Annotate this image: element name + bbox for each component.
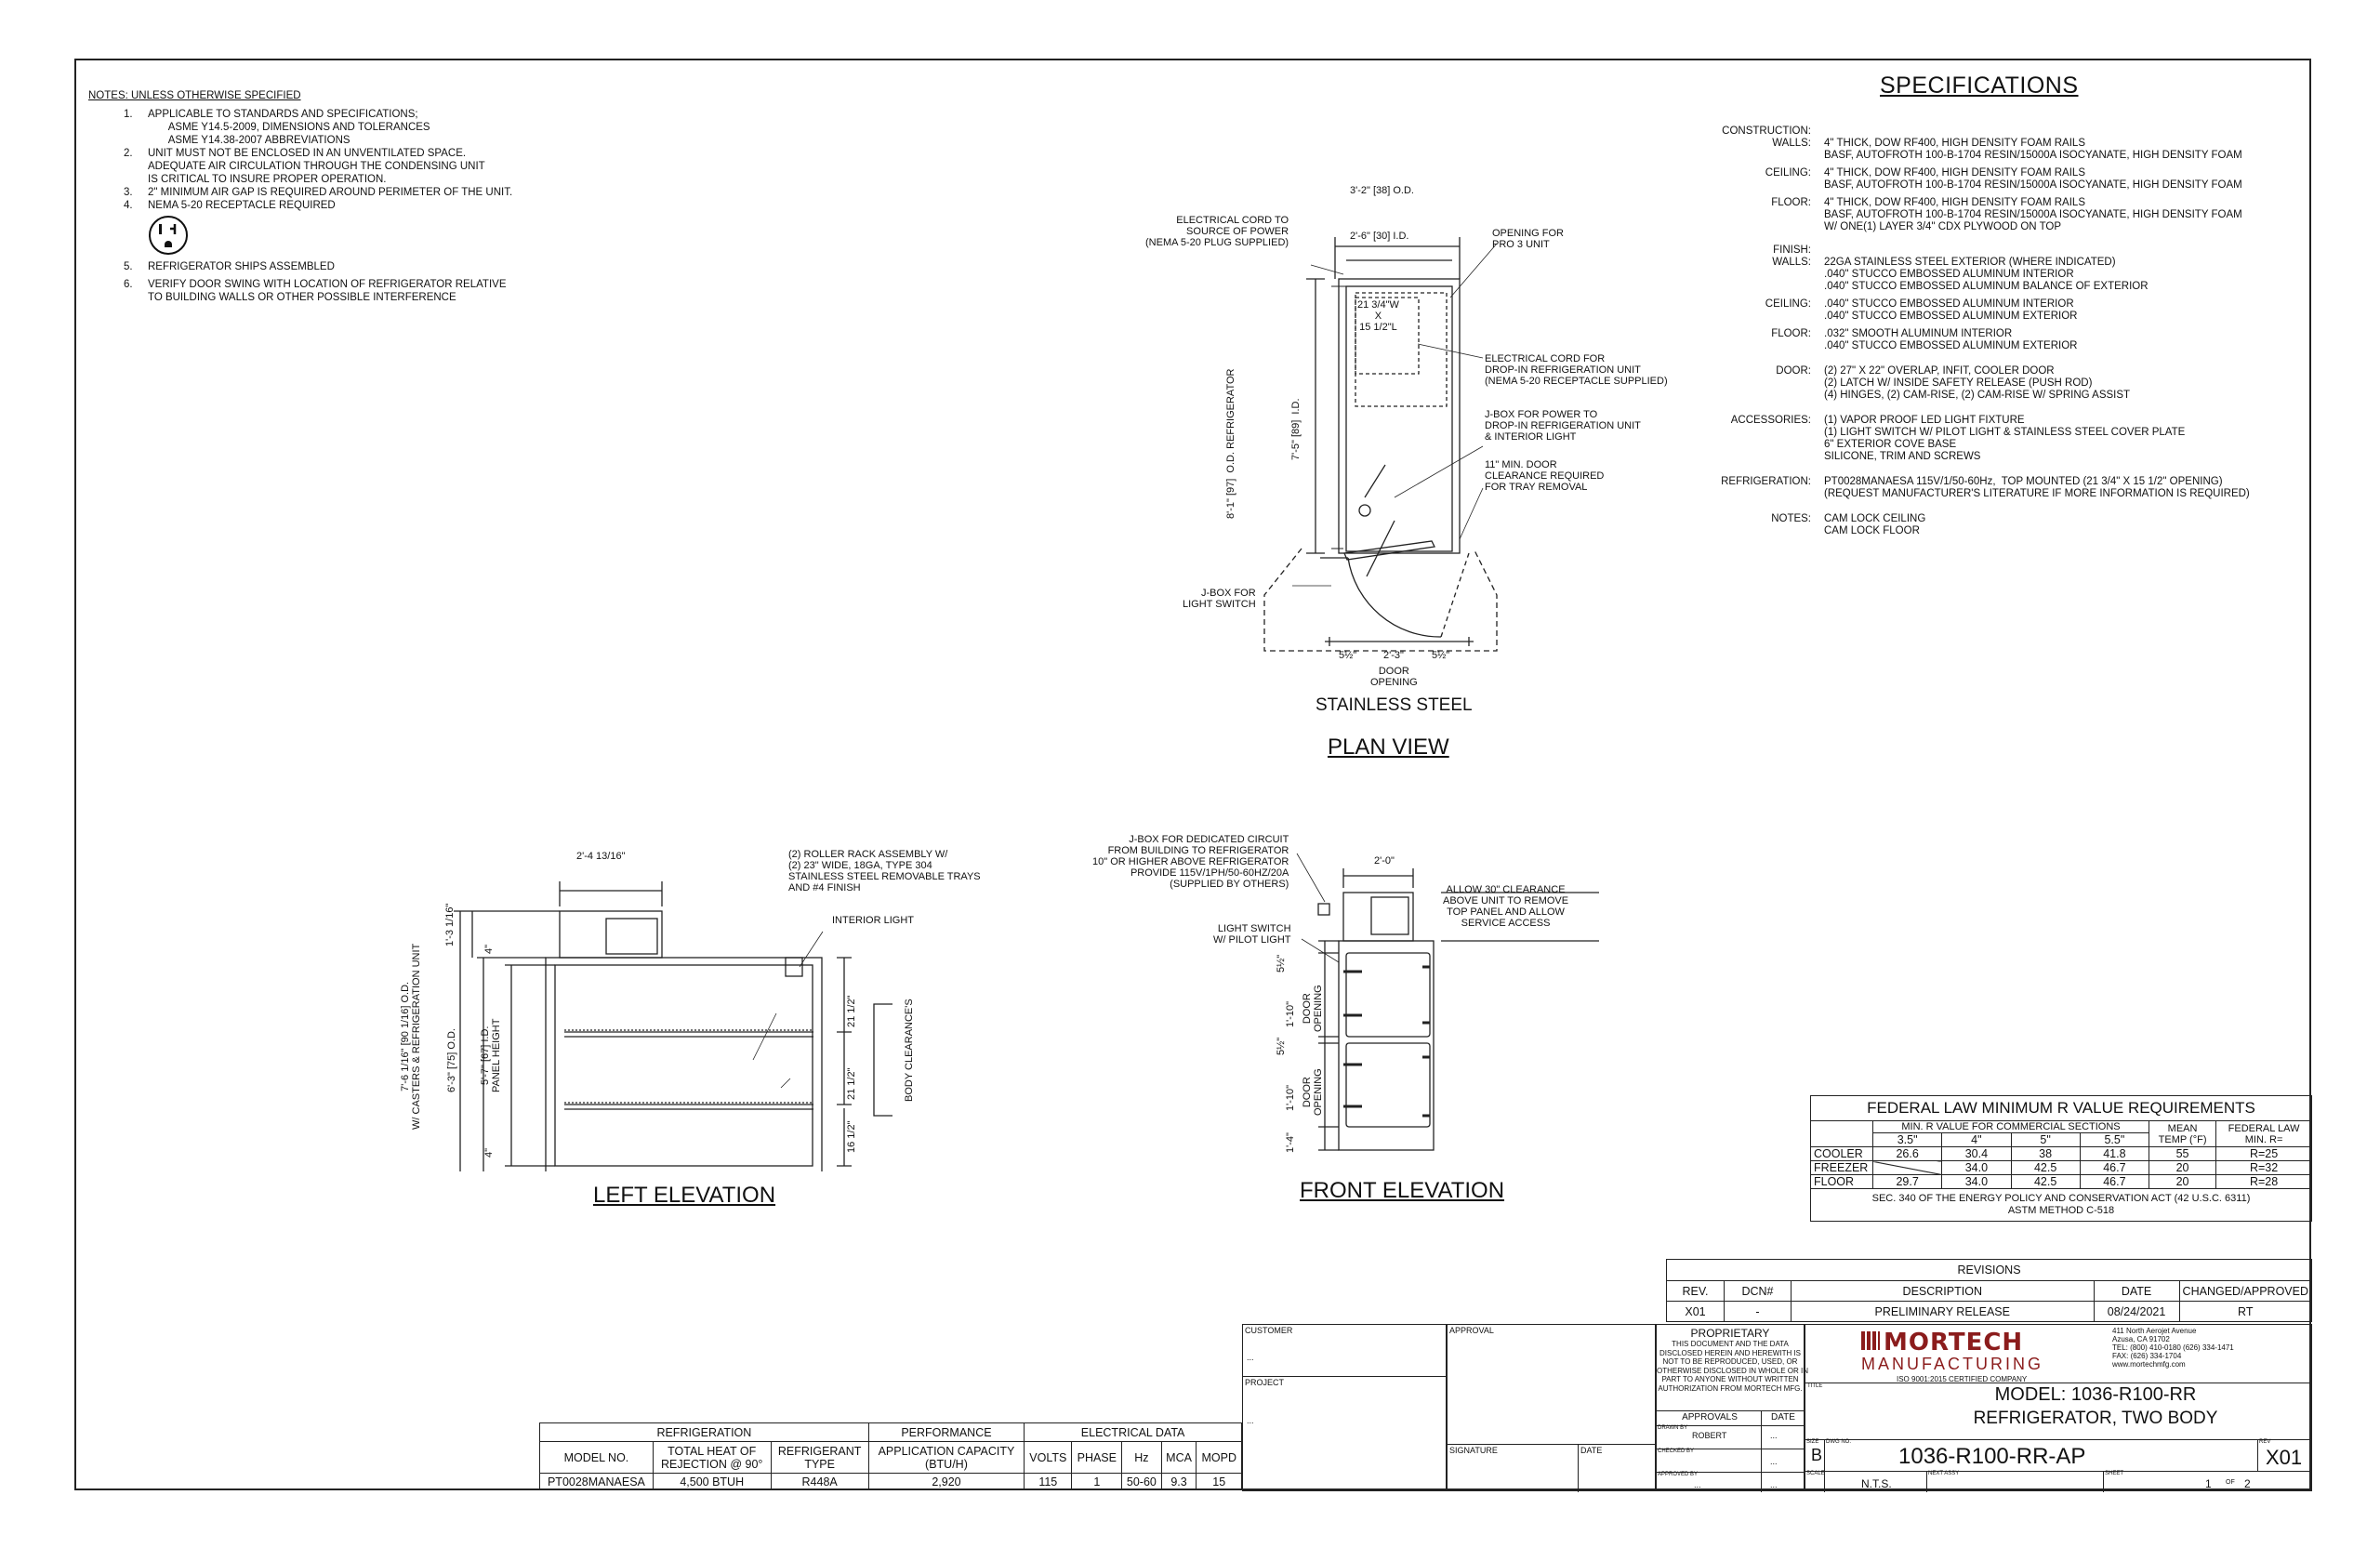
note-1: 1.APPLICABLE TO STANDARDS AND SPECIFICAT… bbox=[124, 109, 430, 146]
plan-od-width: 3'-2" [38] O.D. bbox=[1350, 185, 1414, 196]
customer-block: CUSTOMER ... PROJECT ... bbox=[1242, 1324, 1447, 1491]
mean-temp-header: MEAN TEMP (°F) bbox=[2148, 1120, 2217, 1147]
left-id-height: 5'-7" [67] I.D. PANEL HEIGHT bbox=[480, 1018, 502, 1092]
callout-jbox-light: J-BOX FOR LIGHT SWITCH bbox=[1183, 588, 1256, 610]
left-od-height: 6'-3" [75] O.D. bbox=[446, 1028, 457, 1092]
body-clearance-label: BODY CLEARANCE'S bbox=[904, 999, 915, 1102]
revisions-title: REVISIONS bbox=[1666, 1259, 2312, 1281]
callout-dedicated-circuit: J-BOX FOR DEDICATED CIRCUIT FROM BUILDIN… bbox=[1092, 834, 1289, 890]
section-header: 5.5" bbox=[2079, 1132, 2150, 1147]
company-title-block: MORTECH MANUFACTURING ISO 9001:2015 CERT… bbox=[1805, 1324, 2312, 1492]
plan-view-title: PLAN VIEW bbox=[1328, 734, 1449, 760]
spec-row: CEILING:4" THICK, DOW RF400, HIGH DENSIT… bbox=[1765, 167, 2242, 191]
left-overall-height: 7'-6 1/16" [90 1/16] O.D. W/ CASTERS & R… bbox=[400, 943, 422, 1130]
callout-power-cord: ELECTRICAL CORD TO SOURCE OF POWER (NEMA… bbox=[1145, 215, 1289, 248]
left-top-dim: 4" bbox=[483, 944, 495, 954]
specifications-title: SPECIFICATIONS bbox=[1880, 73, 2079, 99]
note-6: 6.VERIFY DOOR SWING WITH LOCATION OF REF… bbox=[124, 279, 507, 303]
spec-row: CEILING:.040" STUCCO EMBOSSED ALUMINUM I… bbox=[1765, 298, 2078, 322]
note-3: 3.2" MINIMUM AIR GAP IS REQUIRED AROUND … bbox=[124, 187, 513, 198]
approval-block: APPROVAL SIGNATURE DATE bbox=[1447, 1324, 1656, 1492]
description-title: REFRIGERATOR, TWO BODY bbox=[1973, 1409, 2218, 1428]
model-title: MODEL: 1036-R100-RR bbox=[1994, 1384, 2197, 1405]
front-door2-height: 1'-10" bbox=[1285, 1084, 1296, 1111]
spec-row: DOOR:(2) 27" X 22" OVERLAP, INFIT, COOLE… bbox=[1776, 365, 2131, 401]
left-elevation-drawing bbox=[454, 881, 892, 1171]
left-unit-height: 1'-3 1/16" bbox=[444, 903, 456, 946]
pro3-opening-size: 21 3/4"W X 15 1/2"L bbox=[1357, 299, 1399, 333]
company-address: 411 North Aerojet Avenue Azusa, CA 91702… bbox=[2112, 1327, 2234, 1369]
spec-row: CONSTRUCTION: WALLS: 4" THICK, DOW RF400… bbox=[1722, 126, 2242, 161]
notes-title: NOTES: UNLESS OTHERWISE SPECIFIED bbox=[88, 90, 301, 101]
left-low-spacing: 16 1/2" bbox=[846, 1120, 857, 1154]
callout-light-switch: LIGHT SWITCH W/ PILOT LIGHT bbox=[1213, 923, 1291, 946]
plan-view-drawing bbox=[1263, 237, 1498, 652]
plan-door-dim: 2'-3" bbox=[1383, 650, 1404, 661]
callout-interior-light: INTERIOR LIGHT bbox=[832, 915, 915, 926]
spec-row: NOTES:CAM LOCK CEILING CAM LOCK FLOOR bbox=[1771, 513, 1926, 536]
plan-id-depth: 7'-5" [89] I.D. bbox=[1290, 398, 1302, 460]
left-tray-spacing-1: 21 1/2" bbox=[846, 995, 857, 1028]
front-gap-top: 5½" bbox=[1276, 954, 1287, 972]
callout-pro3-opening: OPENING FOR PRO 3 UNIT bbox=[1492, 228, 1565, 250]
front-door1-height: 1'-10" bbox=[1285, 1000, 1296, 1027]
callout-service-clearance: ALLOW 30" CLEARANCE ABOVE UNIT TO REMOVE… bbox=[1443, 884, 1569, 929]
revision-code: X01 bbox=[2266, 1446, 2303, 1469]
specifications-list: CONSTRUCTION: WALLS: 4" THICK, DOW RF400… bbox=[1627, 126, 2278, 543]
section-header: 4" bbox=[1941, 1132, 2012, 1147]
r-value-title: FEDERAL LAW MINIMUM R VALUE REQUIREMENTS bbox=[1810, 1095, 2312, 1121]
plan-side-dim-right: 5½" bbox=[1432, 650, 1450, 661]
left-elevation-title: LEFT ELEVATION bbox=[593, 1183, 776, 1208]
stainless-steel-label: STAINLESS STEEL bbox=[1316, 695, 1473, 715]
performance-table: REFRIGERATION PERFORMANCE ELECTRICAL DAT… bbox=[539, 1422, 1242, 1490]
r-value-group-header: MIN. R VALUE FOR COMMERCIAL SECTIONS bbox=[1872, 1120, 2149, 1133]
revisions-table: REVISIONS REV. DCN# DESCRIPTION DATE CHA… bbox=[1666, 1259, 2313, 1322]
section-header: 5" bbox=[2010, 1132, 2081, 1147]
spec-row: FLOOR:.032" SMOOTH ALUMINUM INTERIOR .04… bbox=[1771, 328, 2078, 351]
left-tray-spacing-2: 21 1/2" bbox=[846, 1067, 857, 1101]
plan-door-opening-label: DOOR OPENING bbox=[1370, 666, 1418, 688]
left-bottom-dim: 4" bbox=[483, 1147, 495, 1158]
spec-row: FLOOR:4" THICK, DOW RF400, HIGH DENSITY … bbox=[1771, 197, 2242, 232]
section-header: 3.5" bbox=[1871, 1132, 1943, 1147]
note-2: 2.UNIT MUST NOT BE ENCLOSED IN AN UNVENT… bbox=[124, 148, 485, 185]
general-notes: NOTES: UNLESS OTHERWISE SPECIFIED 1.APPL… bbox=[88, 89, 512, 304]
front-elevation-drawing bbox=[1296, 853, 1599, 1151]
note-4: 4.NEMA 5-20 RECEPTACLE REQUIRED bbox=[124, 200, 336, 211]
note-5: 5.REFRIGERATOR SHIPS ASSEMBLED bbox=[124, 261, 335, 272]
energy-act-footer: SEC. 340 OF THE ENERGY POLICY AND CONSER… bbox=[1810, 1188, 2312, 1222]
plan-od-depth: 8'-1" [97] O.D. REFRIGERATOR bbox=[1225, 368, 1236, 519]
callout-door-clearance: 11" MIN. DOOR CLEARANCE REQUIRED FOR TRA… bbox=[1485, 459, 1605, 493]
plan-side-dim-left: 5½" bbox=[1339, 650, 1357, 661]
proprietary-block: PROPRIETARY THIS DOCUMENT AND THE DATA D… bbox=[1656, 1324, 1808, 1492]
callout-roller-rack: (2) ROLLER RACK ASSEMBLY W/ (2) 23" WIDE… bbox=[788, 849, 981, 893]
left-unit-width: 2'-4 13/16" bbox=[576, 851, 626, 862]
callout-dropin-cord: ELECTRICAL CORD FOR DROP-IN REFRIGERATIO… bbox=[1485, 353, 1668, 387]
spec-row: REFRIGERATION:PT0028MANAESA 115V/1/50-60… bbox=[1721, 476, 2250, 499]
front-door1-label: DOOR OPENING bbox=[1302, 985, 1324, 1032]
r-value-table: FEDERAL LAW MINIMUM R VALUE REQUIREMENTS… bbox=[1810, 1095, 2312, 1222]
plan-id-width: 2'-6" [30] I.D. bbox=[1350, 231, 1409, 242]
nema-5-20-receptacle-icon bbox=[88, 212, 512, 260]
front-door2-label: DOOR OPENING bbox=[1302, 1068, 1324, 1116]
drawing-number: 1036-R100-RR-AP bbox=[1898, 1444, 2086, 1469]
front-base-height: 1'-4" bbox=[1285, 1132, 1296, 1153]
federal-law-header: FEDERAL LAW MIN. R= bbox=[2215, 1120, 2312, 1147]
front-gap-mid: 5½" bbox=[1276, 1037, 1287, 1055]
spec-row: ACCESSORIES:(1) VAPOR PROOF LED LIGHT FI… bbox=[1730, 415, 2186, 462]
front-unit-width: 2'-0" bbox=[1374, 855, 1395, 867]
spec-row: FINISH: WALLS: 22GA STAINLESS STEEL EXTE… bbox=[1772, 245, 2149, 292]
front-elevation-title: FRONT ELEVATION bbox=[1300, 1178, 1505, 1203]
callout-jbox-power: J-BOX FOR POWER TO DROP-IN REFRIGERATION… bbox=[1485, 409, 1641, 443]
